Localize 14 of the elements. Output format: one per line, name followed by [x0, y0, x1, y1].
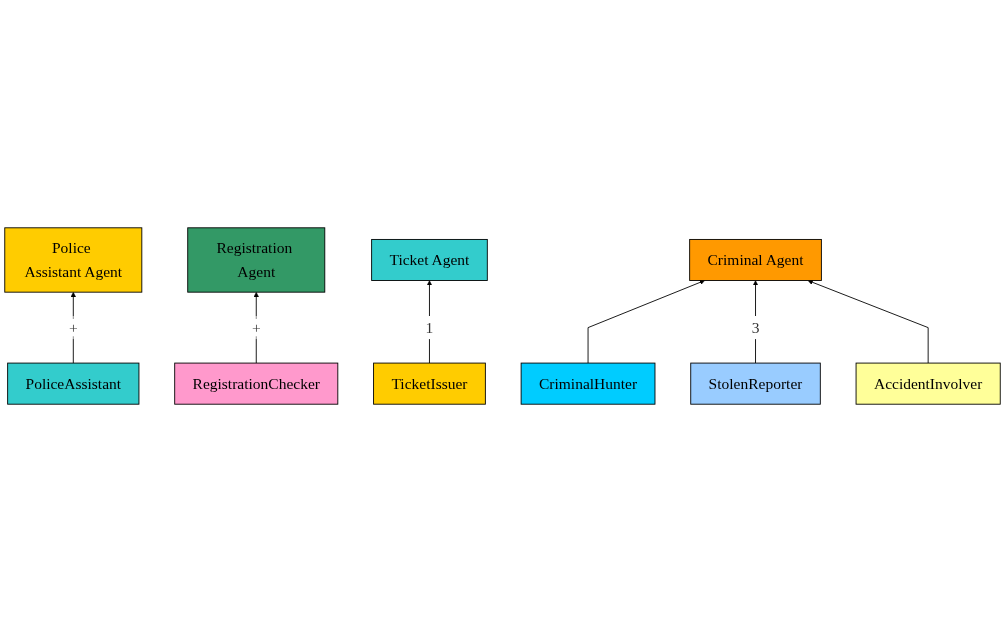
node-box: Police Assistant Agent	[4, 227, 143, 293]
node-box: Registration Agent	[187, 227, 326, 293]
edge-label: 3	[751, 318, 760, 337]
edge-label: +	[251, 318, 261, 337]
node-box: Criminal Agent	[689, 239, 822, 281]
edge-label: 1	[425, 318, 434, 337]
node-box: PoliceAssistant	[7, 362, 140, 405]
node-box: StolenReporter	[690, 362, 821, 405]
node-box: RegistrationChecker	[174, 362, 339, 405]
node-box: Ticket Agent	[371, 239, 488, 281]
node-box: AccidentInvolver	[855, 362, 1001, 405]
node-box: TicketIssuer	[373, 362, 486, 405]
edge-label: +	[68, 318, 78, 337]
node-box: CriminalHunter	[520, 362, 656, 405]
